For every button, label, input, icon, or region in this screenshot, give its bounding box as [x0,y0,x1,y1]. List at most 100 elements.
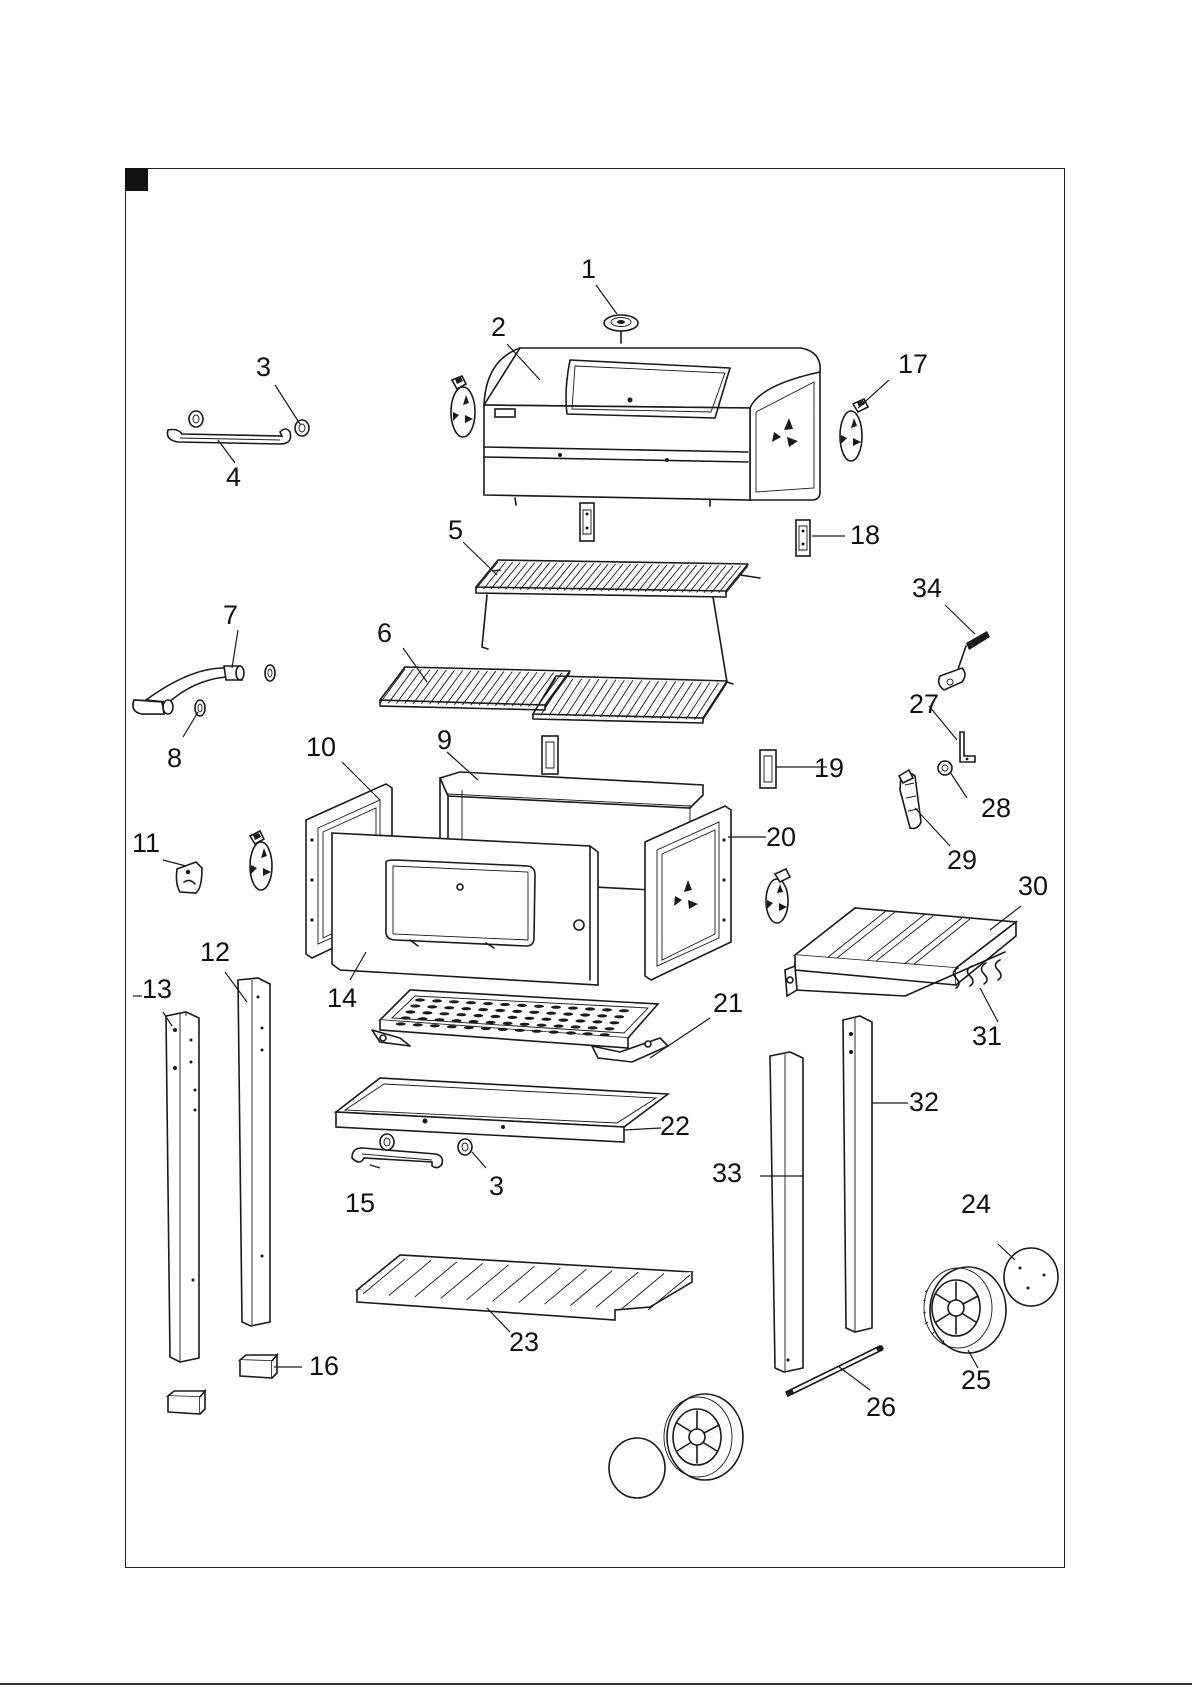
callout-14: 14 [327,985,357,1012]
pan-perforation [515,1029,525,1032]
part-3-bolt-top [295,420,309,436]
pan-perforation [422,1011,432,1014]
callout-30: 30 [1018,873,1048,900]
pan-perforation [554,1025,564,1028]
pan-perforation [580,1013,590,1016]
callout-4: 4 [226,464,241,491]
callout-12: 12 [200,939,230,966]
part-17-vent-right [840,399,868,461]
pan-perforation [517,1004,527,1007]
pan-perforation [473,1014,483,1017]
pan-perforation [563,1013,573,1016]
callout-10: 10 [306,734,336,761]
pan-perforation [449,1000,459,1003]
callout-8: 8 [167,745,182,772]
callout-20: 20 [766,824,796,851]
pan-perforation [444,1006,454,1009]
pan-perforation [588,1026,598,1029]
part-30-side-table [785,908,1016,996]
pan-perforation [415,998,425,1001]
pan-perforation [549,1031,559,1034]
callout-17: 17 [898,351,928,378]
pan-perforation [551,1006,561,1009]
pan-perforation [490,1015,500,1018]
pan-perforation [534,1005,544,1008]
callout-33: 33 [712,1160,742,1187]
pan-perforation [469,1020,479,1023]
callout-5: 5 [448,517,463,544]
callout-25: 25 [961,1367,991,1394]
pan-perforation [461,1007,471,1010]
part-3-bolt-bottom [458,1139,472,1155]
part-22-ash-tray [336,1078,668,1142]
pan-perforation [614,1015,624,1018]
pan-perforation [435,1018,445,1021]
part-6-cooking-grate-right [532,676,727,723]
callout-6: 6 [377,620,392,647]
pan-perforation [532,1030,542,1033]
pan-perforation [413,1023,423,1026]
part-27-bracket [960,732,975,762]
pan-perforation [520,1023,530,1026]
callout-26: 26 [866,1394,896,1421]
pan-perforation [401,1016,411,1019]
pan-perforation [600,1033,610,1036]
callout-21: 21 [713,990,743,1017]
part-20-right-side-panel [645,806,731,980]
pan-perforation [566,1031,576,1034]
pan-perforation [432,999,442,1002]
pan-perforation [500,1003,510,1006]
part-6-cooking-grate-left [380,667,570,710]
callout-31: 31 [972,1023,1002,1050]
part-5-warming-rack [476,560,760,684]
callout-16: 16 [309,1353,339,1380]
callout-22: 22 [660,1113,690,1140]
pan-perforation [498,1028,508,1031]
pan-perforation [585,1007,595,1010]
part-33-right-front-leg [770,1052,803,1372]
pan-perforation [478,1008,488,1011]
part-34-crank-handle [939,631,990,690]
pan-perforation [464,1026,474,1029]
pan-perforation [605,1027,615,1030]
callout-13: 13 [142,976,172,1003]
pan-perforation [418,1017,428,1020]
pan-perforation [507,1016,517,1019]
pan-perforation [609,1021,619,1024]
callout-29: 29 [947,847,977,874]
callout-32: 32 [909,1089,939,1116]
part-13-left-front-leg [166,1012,199,1362]
part-17-vent-left [451,376,475,437]
pan-perforation [602,1008,612,1011]
pan-perforation [571,1025,581,1028]
pan-perforation [524,1017,534,1020]
pan-perforation [481,1027,491,1030]
pan-perforation [529,1011,539,1014]
pan-perforation [512,1010,522,1013]
pan-perforation [410,1004,420,1007]
callout-24: 24 [961,1191,991,1218]
part-17-vent-side-left [250,831,272,890]
callout-9: 9 [437,727,452,754]
part-2-lid [484,348,820,506]
pan-perforation [430,1024,440,1027]
part-18-clip [580,503,810,556]
part-24-hubcap-left [609,1438,665,1498]
part-29-grip-handle [899,770,921,828]
callout-28: 28 [981,795,1011,822]
callout-11: 11 [132,830,160,857]
pan-perforation [619,1009,629,1012]
pan-perforation [495,1009,505,1012]
pan-perforation [396,1022,406,1025]
pan-perforation [575,1019,585,1022]
callout-15: 15 [345,1190,375,1217]
part-7-side-handle [133,666,244,714]
pan-perforation [592,1020,602,1023]
pan-perforation [558,1019,568,1022]
pan-perforation [537,1024,547,1027]
part-4-lid-handle [167,411,290,444]
pan-perforation [456,1013,466,1016]
callout-1: 1 [581,256,596,283]
part-25-wheel-right [923,1267,1006,1353]
